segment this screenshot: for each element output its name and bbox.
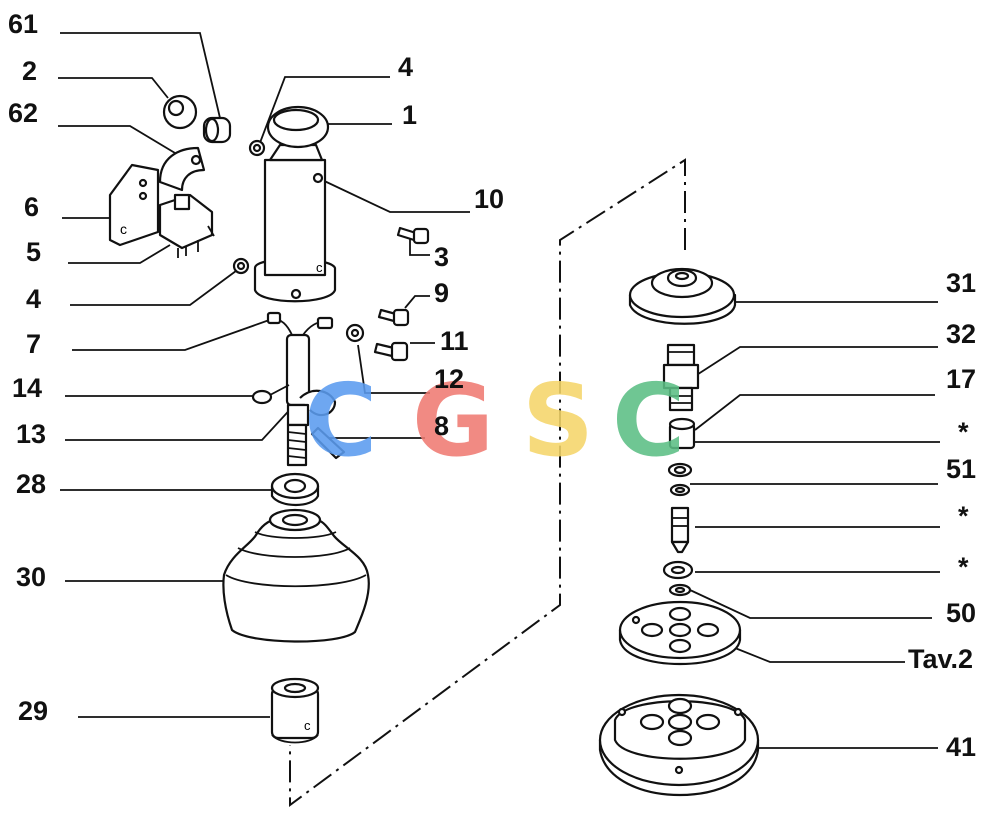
watermark-letter: C	[304, 362, 377, 479]
washer-part-star-1	[667, 462, 693, 478]
callout-31: 31	[946, 268, 976, 298]
callout-3: 3	[434, 242, 449, 272]
rubber-boot-part-30	[222, 508, 370, 643]
callout-6: 6	[24, 192, 39, 222]
callout-12: 12	[434, 364, 464, 394]
screw-part-11	[373, 341, 409, 362]
clamp-part-14	[251, 384, 290, 405]
callout-17: 17	[946, 364, 976, 394]
watermark-letter: S	[522, 362, 594, 479]
screw-part-3	[396, 226, 430, 245]
plate-part-6: c	[108, 163, 160, 247]
callout-51: 51	[946, 454, 976, 484]
base-part-41	[598, 693, 760, 796]
ring-part-12	[345, 323, 365, 343]
callout-13: 13	[16, 419, 46, 449]
callout-62: 62	[8, 98, 38, 128]
leader-lines-right	[689, 301, 940, 749]
callout-star-1: *	[958, 417, 969, 447]
watermark: C G S C	[304, 362, 685, 479]
marking-text: c	[304, 718, 311, 733]
nut-part-4-lower	[232, 257, 250, 275]
o-ring-part-50	[668, 583, 692, 597]
callout-28: 28	[16, 469, 46, 499]
callout-1: 1	[402, 100, 417, 130]
threaded-stem-part-13	[286, 403, 310, 467]
watermark-letter: C	[612, 362, 685, 479]
callout-29: 29	[18, 696, 48, 726]
clip-part-62	[158, 146, 206, 192]
callout-41: 41	[946, 732, 976, 762]
callout-61: 61	[8, 9, 38, 39]
o-ring-part-51	[669, 483, 691, 497]
callout-4-top: 4	[398, 52, 413, 82]
marking-text: c	[120, 221, 127, 237]
nut-part-28	[270, 472, 320, 507]
callout-11: 11	[440, 326, 469, 356]
callout-tav2: Tav.2	[908, 644, 973, 674]
callout-30: 30	[16, 562, 46, 592]
callout-star-2: *	[958, 501, 969, 531]
callout-7: 7	[26, 329, 41, 359]
leader-lines-left	[58, 32, 470, 718]
grommet-part-2	[162, 94, 198, 130]
microswitch-part-5	[158, 193, 215, 258]
valve-plate-tav2	[618, 600, 742, 666]
callout-labels: 61 2 62 6 5 4 7 14 13 28 30 29 4 1 10 3 …	[8, 9, 976, 762]
watermark-letter: G	[412, 362, 494, 479]
callout-50: 50	[946, 598, 976, 628]
hex-connector-part-32	[662, 343, 700, 412]
joystick-handle-part-1: c	[253, 105, 337, 303]
callout-4-left: 4	[26, 284, 41, 314]
callout-10: 10	[474, 184, 504, 214]
bushing-part-61	[202, 116, 232, 144]
callout-star-3: *	[958, 552, 969, 582]
callout-5: 5	[26, 237, 41, 267]
callout-32: 32	[946, 319, 976, 349]
callout-8: 8	[434, 411, 449, 441]
cable-part-7	[266, 311, 334, 407]
assembly-path-line	[289, 158, 686, 807]
marking-text: c	[316, 260, 323, 275]
washer-part-star-3	[662, 560, 694, 580]
nut-part-4-upper	[248, 139, 266, 157]
callout-9: 9	[434, 278, 449, 308]
cap-piece-part-17	[668, 417, 696, 450]
screw-part-9	[377, 308, 410, 327]
spring-clip-part-8	[299, 389, 346, 460]
pin-part-star-2	[670, 506, 690, 554]
bushing-part-29: c	[270, 677, 320, 744]
callout-14: 14	[12, 373, 42, 403]
cap-part-31	[628, 267, 737, 325]
callout-2: 2	[22, 56, 37, 86]
